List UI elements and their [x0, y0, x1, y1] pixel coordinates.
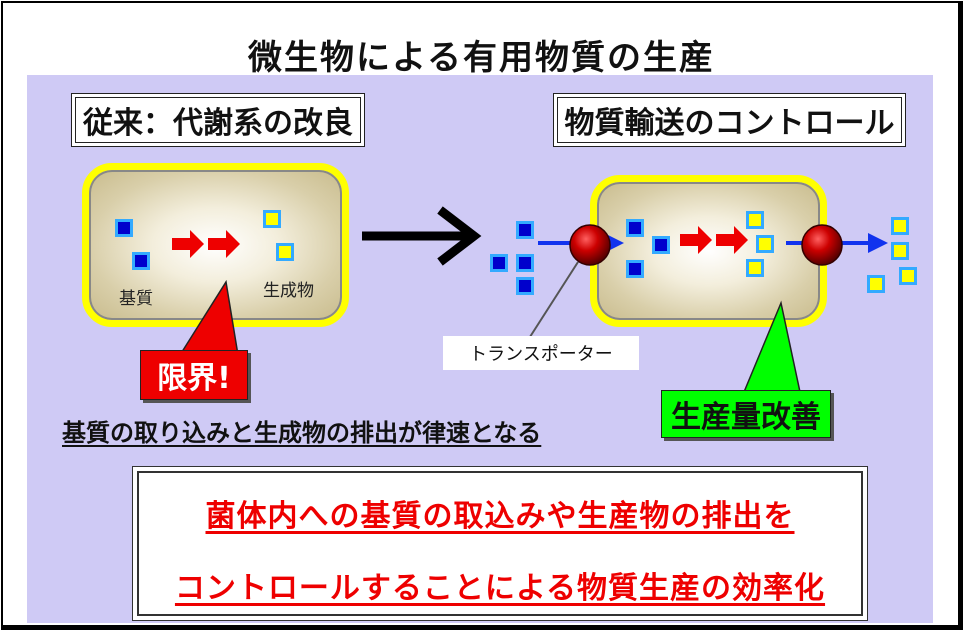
conventional-heading: 従来：代謝系の改良 — [75, 97, 361, 143]
product-molecule — [756, 235, 774, 253]
product-label: 生成物 — [263, 281, 314, 301]
progress-arrow-icon — [362, 206, 482, 266]
conclusion-box: 菌体内への基質の取込みや生産物の排出を コントロールすることによる物質生産の効率… — [137, 471, 863, 616]
product-molecule — [867, 275, 885, 293]
substrate-label: 基質 — [119, 289, 153, 309]
substrate-molecule — [652, 236, 670, 254]
limit-callout-text: 限界! — [157, 361, 231, 396]
substrate-molecule — [516, 254, 534, 272]
transporter-icon — [801, 224, 843, 266]
substrate-molecule — [115, 219, 133, 237]
product-molecule — [899, 267, 917, 285]
product-molecule — [891, 217, 909, 235]
metabolism-arrow-icon — [172, 230, 240, 258]
product-molecule — [276, 243, 294, 261]
substrate-molecule — [490, 254, 508, 272]
limit-callout-pointer — [178, 279, 239, 356]
substrate-molecule — [626, 260, 644, 278]
transport-control-heading: 物質輸送のコントロール — [557, 97, 902, 143]
transporter-label: トランスポーター — [469, 344, 613, 365]
substrate-molecule — [516, 221, 534, 239]
transporter-icon — [569, 224, 611, 266]
improvement-callout-text: 生産量改善 — [671, 400, 821, 435]
product-molecule — [746, 259, 764, 277]
product-molecule — [891, 242, 909, 260]
substrate-molecule — [132, 252, 150, 270]
product-molecule — [263, 210, 281, 228]
rate-limiting-note: 基質の取り込みと生成物の排出が律速となる — [62, 419, 542, 447]
substrate-molecule — [626, 219, 644, 237]
transporter-pointer — [527, 261, 579, 341]
limit-callout: 限界! — [140, 350, 248, 400]
slide-title: 微生物による有用物質の生産 — [248, 38, 715, 78]
conclusion-line-2: コントロールすることによる物質生産の効率化 — [174, 571, 826, 606]
metabolism-arrow-icon — [680, 226, 748, 254]
product-molecule — [746, 211, 764, 229]
improvement-callout-pointer — [742, 300, 801, 393]
conclusion-line-1: 菌体内への基質の取込みや生産物の排出を — [205, 499, 795, 534]
transporter-label-box: トランスポーター — [443, 336, 639, 370]
transport-control-heading-text: 物質輸送のコントロール — [564, 106, 895, 141]
conventional-heading-text: 従来：代謝系の改良 — [83, 106, 353, 141]
substrate-molecule — [516, 277, 534, 295]
improvement-callout: 生産量改善 — [661, 390, 831, 438]
